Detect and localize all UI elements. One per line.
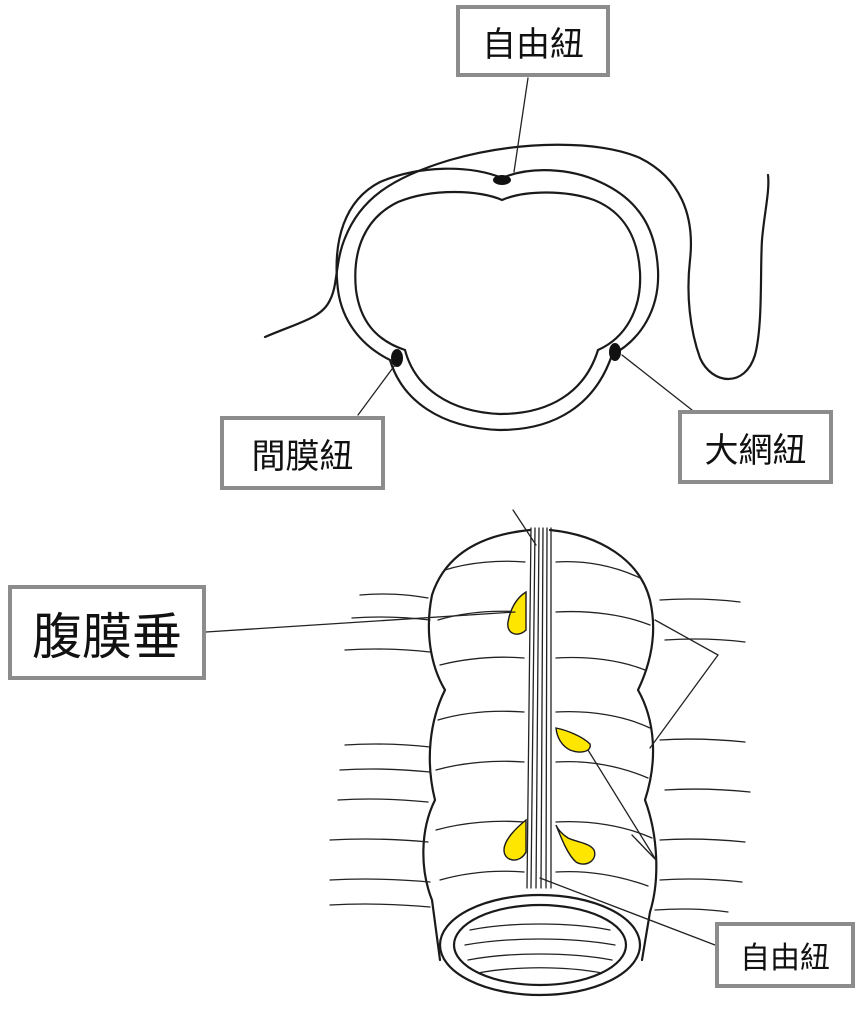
taenia-mesocolica-band — [391, 349, 403, 367]
cross-section — [265, 78, 768, 430]
leader-line-bottom — [540, 878, 715, 945]
leader-line-left — [358, 365, 395, 415]
label-appendices-epiploicae: 腹膜垂 — [8, 585, 206, 680]
fat-appendage-2 — [556, 728, 590, 752]
taenia-band-lines — [527, 528, 551, 888]
label-taenia-mesocolica: 間膜紐 — [220, 416, 385, 490]
surrounding-tissue-lines — [330, 594, 750, 912]
taenia-omentalis-band — [609, 343, 621, 361]
colon-segment — [206, 510, 750, 995]
label-taenia-omentalis: 大網紐 — [678, 410, 833, 484]
leader-line-right — [622, 355, 692, 410]
label-taenia-libera-bottom: 自由紐 — [715, 922, 855, 988]
fat-appendage-4 — [556, 825, 595, 864]
mesentery-outline — [265, 145, 768, 379]
fat-appendage-3 — [504, 820, 526, 860]
leader-line-top — [514, 78, 528, 172]
taenia-libera-band — [493, 175, 511, 185]
colon-opening-outer — [440, 895, 640, 995]
colon-opening-lumen-lines — [465, 924, 615, 973]
haustra-folds — [436, 561, 652, 886]
leader-line-appendices — [206, 612, 515, 632]
fat-appendage-1 — [508, 592, 526, 634]
leader-line-top-segment — [513, 510, 536, 545]
label-taenia-libera-top: 自由紐 — [456, 5, 610, 77]
